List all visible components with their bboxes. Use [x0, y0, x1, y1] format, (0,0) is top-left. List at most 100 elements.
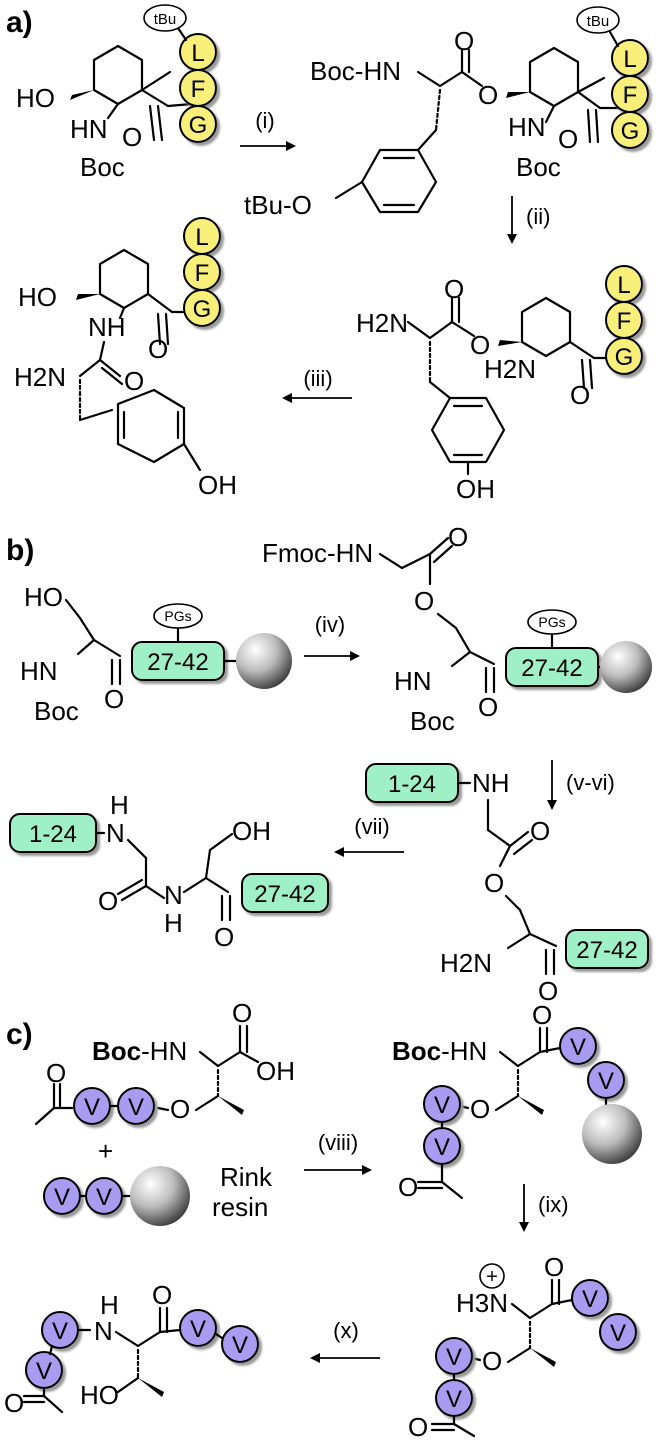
boc-bold: Boc [92, 1036, 141, 1066]
h2n-label: H2N [484, 354, 536, 384]
molecule-a2: Boc-HN O O tBu-O HN Boc O [244, 6, 649, 220]
pgs-label: PGs [538, 614, 565, 630]
residue-v: V [434, 1092, 450, 1119]
residue-f: F [623, 82, 638, 109]
tbu-label: tBu [154, 11, 177, 28]
acid-oh: OH [256, 1056, 295, 1086]
step-viii: (viii) [318, 1130, 358, 1155]
residue-f: F [195, 260, 210, 287]
residue-v: V [36, 1358, 52, 1385]
molecule-a4: HO O NH O H2N OH L [14, 217, 237, 500]
residue-l: L [195, 224, 208, 251]
step-i: (i) [255, 108, 275, 133]
oh-label: OH [198, 470, 237, 500]
nh-label: NH [472, 768, 510, 798]
boc-hn-label: Boc-HN [310, 56, 401, 86]
ester-o: O [470, 330, 490, 360]
amide-o: O [98, 886, 118, 916]
residue-v: V [446, 1386, 462, 1413]
carbonyl-o: O [232, 998, 252, 1028]
molecule-a3: H2N O O OH H2N O [356, 265, 643, 504]
residue-v: V [434, 1134, 450, 1161]
amide-o: O [124, 366, 144, 396]
panel-a-label: a) [6, 6, 33, 39]
panel-c-label: c) [6, 1018, 33, 1051]
residue-f: F [191, 76, 206, 103]
residue-v: V [598, 1068, 614, 1095]
boc-label: Boc [80, 152, 125, 182]
residue-v: V [190, 1316, 206, 1343]
hn-label: HN [70, 114, 108, 144]
segment-label: 27-42 [576, 937, 637, 964]
carbonyl-o: O [570, 380, 590, 410]
residue-g: G [621, 118, 640, 145]
residue-v: V [232, 1332, 248, 1359]
step-x: (x) [333, 1318, 359, 1343]
step-iii: (iii) [303, 366, 332, 391]
carbonyl-o: O [122, 122, 142, 152]
charge-circle [479, 1263, 505, 1289]
ether-o: O [470, 1094, 490, 1124]
acetyl-o: O [398, 1172, 418, 1202]
ether-o: O [170, 1094, 190, 1124]
panel-b-label: b) [6, 534, 34, 567]
carbonyl-o: O [104, 684, 124, 714]
ester-carbonyl-o: O [444, 274, 464, 304]
boc-bold: Boc [392, 1036, 441, 1066]
residue-f: F [617, 308, 632, 335]
cyclohexane-ring [520, 296, 572, 358]
residue-v: V [96, 1184, 112, 1211]
tbu-label: tBu [587, 13, 610, 30]
acetyl-o: O [408, 1412, 428, 1442]
molecule-b1: HO HN Boc O 27-42 PGs [20, 582, 292, 726]
step-vii: (vii) [354, 814, 389, 839]
ho-label: HO [80, 1380, 119, 1410]
carbonyl-o: O [538, 976, 558, 1006]
molecule-c3: + H3N O V V O V V [408, 1252, 637, 1442]
boc-label: Boc [34, 696, 79, 726]
residue-g: G [189, 112, 208, 139]
cyclohexane-ring [92, 44, 144, 106]
boc-label: Boc [410, 706, 455, 736]
nh-label: NH [88, 312, 126, 342]
tbu-tag [576, 6, 620, 34]
n-label: N [164, 880, 183, 910]
resin-bead [236, 633, 292, 689]
hn-label: HN [20, 656, 58, 686]
segment-label: 1-24 [29, 821, 77, 848]
residue-v: V [84, 1094, 100, 1121]
tbu-o-label: tBu-O [244, 190, 312, 220]
cyclohexane-ring [98, 248, 150, 310]
h2n-label: H2N [14, 362, 66, 392]
n-label: N [94, 1316, 113, 1346]
resin-label-resin: resin [212, 1192, 268, 1222]
boc-hn: -HN [141, 1036, 187, 1066]
acetyl-o: O [46, 1058, 66, 1088]
pgs-label: PGs [164, 608, 191, 624]
resin-bead [600, 641, 652, 693]
molecule-b3: 1-24 NH O O H2N O 27-42 [365, 763, 649, 1006]
residue-g: G [193, 296, 212, 323]
ho-label: HO [24, 582, 63, 612]
boc-hn: -HN [441, 1036, 487, 1066]
segment-label: 27-42 [147, 649, 208, 676]
molecule-c2: Boc-HN O V V O V V [392, 1000, 642, 1202]
cyclohexane-ring [528, 46, 580, 108]
n-label: N [106, 818, 125, 848]
ho-label: HO [16, 83, 55, 113]
step-ii: (ii) [526, 204, 550, 229]
residue-circle [179, 105, 217, 143]
residue-v: V [52, 1318, 68, 1345]
carbonyl-o: O [544, 1252, 564, 1282]
molecule-c4: V V O H N O V V [4, 1280, 259, 1418]
resin-label-rink: Rink [220, 1162, 273, 1192]
residue-v: V [582, 1286, 598, 1313]
molecule-a1: HO HN Boc O L F G tBu [16, 4, 217, 182]
panel-a: a) HO HN Boc O L F G tBu [6, 4, 649, 504]
resin-bead [130, 1166, 190, 1226]
carbonyl-o: O [448, 522, 468, 552]
ester-carbonyl-o: O [454, 26, 474, 56]
boc-label: Boc [516, 152, 561, 182]
pgs-tag [527, 609, 577, 635]
segment-27-42 [241, 873, 329, 913]
